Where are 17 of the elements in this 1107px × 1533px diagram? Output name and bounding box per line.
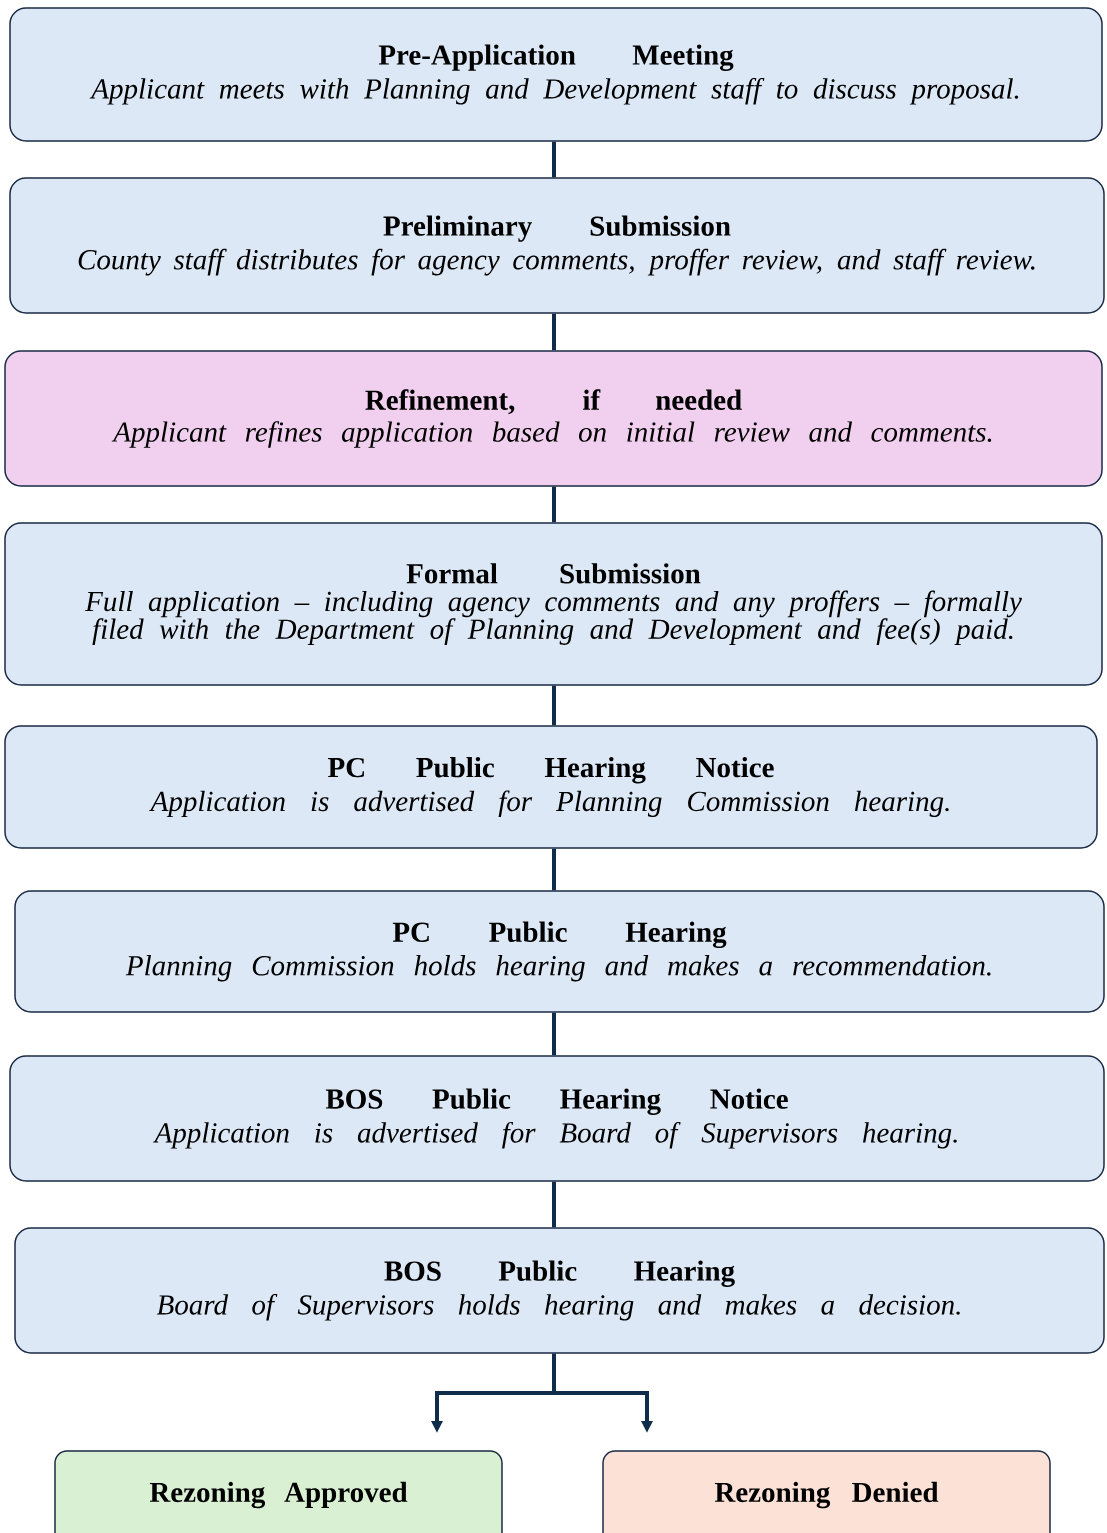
connector-line bbox=[552, 1012, 556, 1056]
connector-line bbox=[552, 848, 556, 891]
process-step-box: Formal Submission Full application – including agency comments and any proffers – formally filed with the Department of Planning and Development and fee(s) paid. bbox=[4, 522, 1103, 686]
process-step-box: Preliminary Submission County staff distributes for agency comments, proffer review, and staff review. bbox=[9, 177, 1105, 314]
connector-line bbox=[552, 141, 556, 178]
connector-line bbox=[552, 313, 556, 351]
connector-line bbox=[552, 685, 556, 726]
process-step-box: BOS Public Hearing Notice Application is advertised for Board of Supervisors hearing. bbox=[9, 1055, 1105, 1182]
process-step-box: BOS Public Hearing Board of Supervisors holds hearing and makes a decision. bbox=[14, 1227, 1105, 1354]
process-step-box: Pre-Application Meeting Applicant meets with Planning and Development staff to discuss proposal. bbox=[9, 7, 1103, 142]
connector-line bbox=[552, 1181, 556, 1228]
process-step-box: Refinement, if needed Applicant refines application based on initial review and comments. bbox=[4, 350, 1103, 487]
outcome-box: Rezoning Approved bbox=[54, 1450, 503, 1533]
process-step-box: PC Public Hearing Planning Commission holds hearing and makes a recommendation. bbox=[14, 890, 1105, 1013]
outcome-box: Rezoning Denied bbox=[602, 1450, 1051, 1533]
connector-line bbox=[552, 486, 556, 523]
process-step-box: PC Public Hearing Notice Application is advertised for Planning Commission hearing. bbox=[4, 725, 1098, 849]
